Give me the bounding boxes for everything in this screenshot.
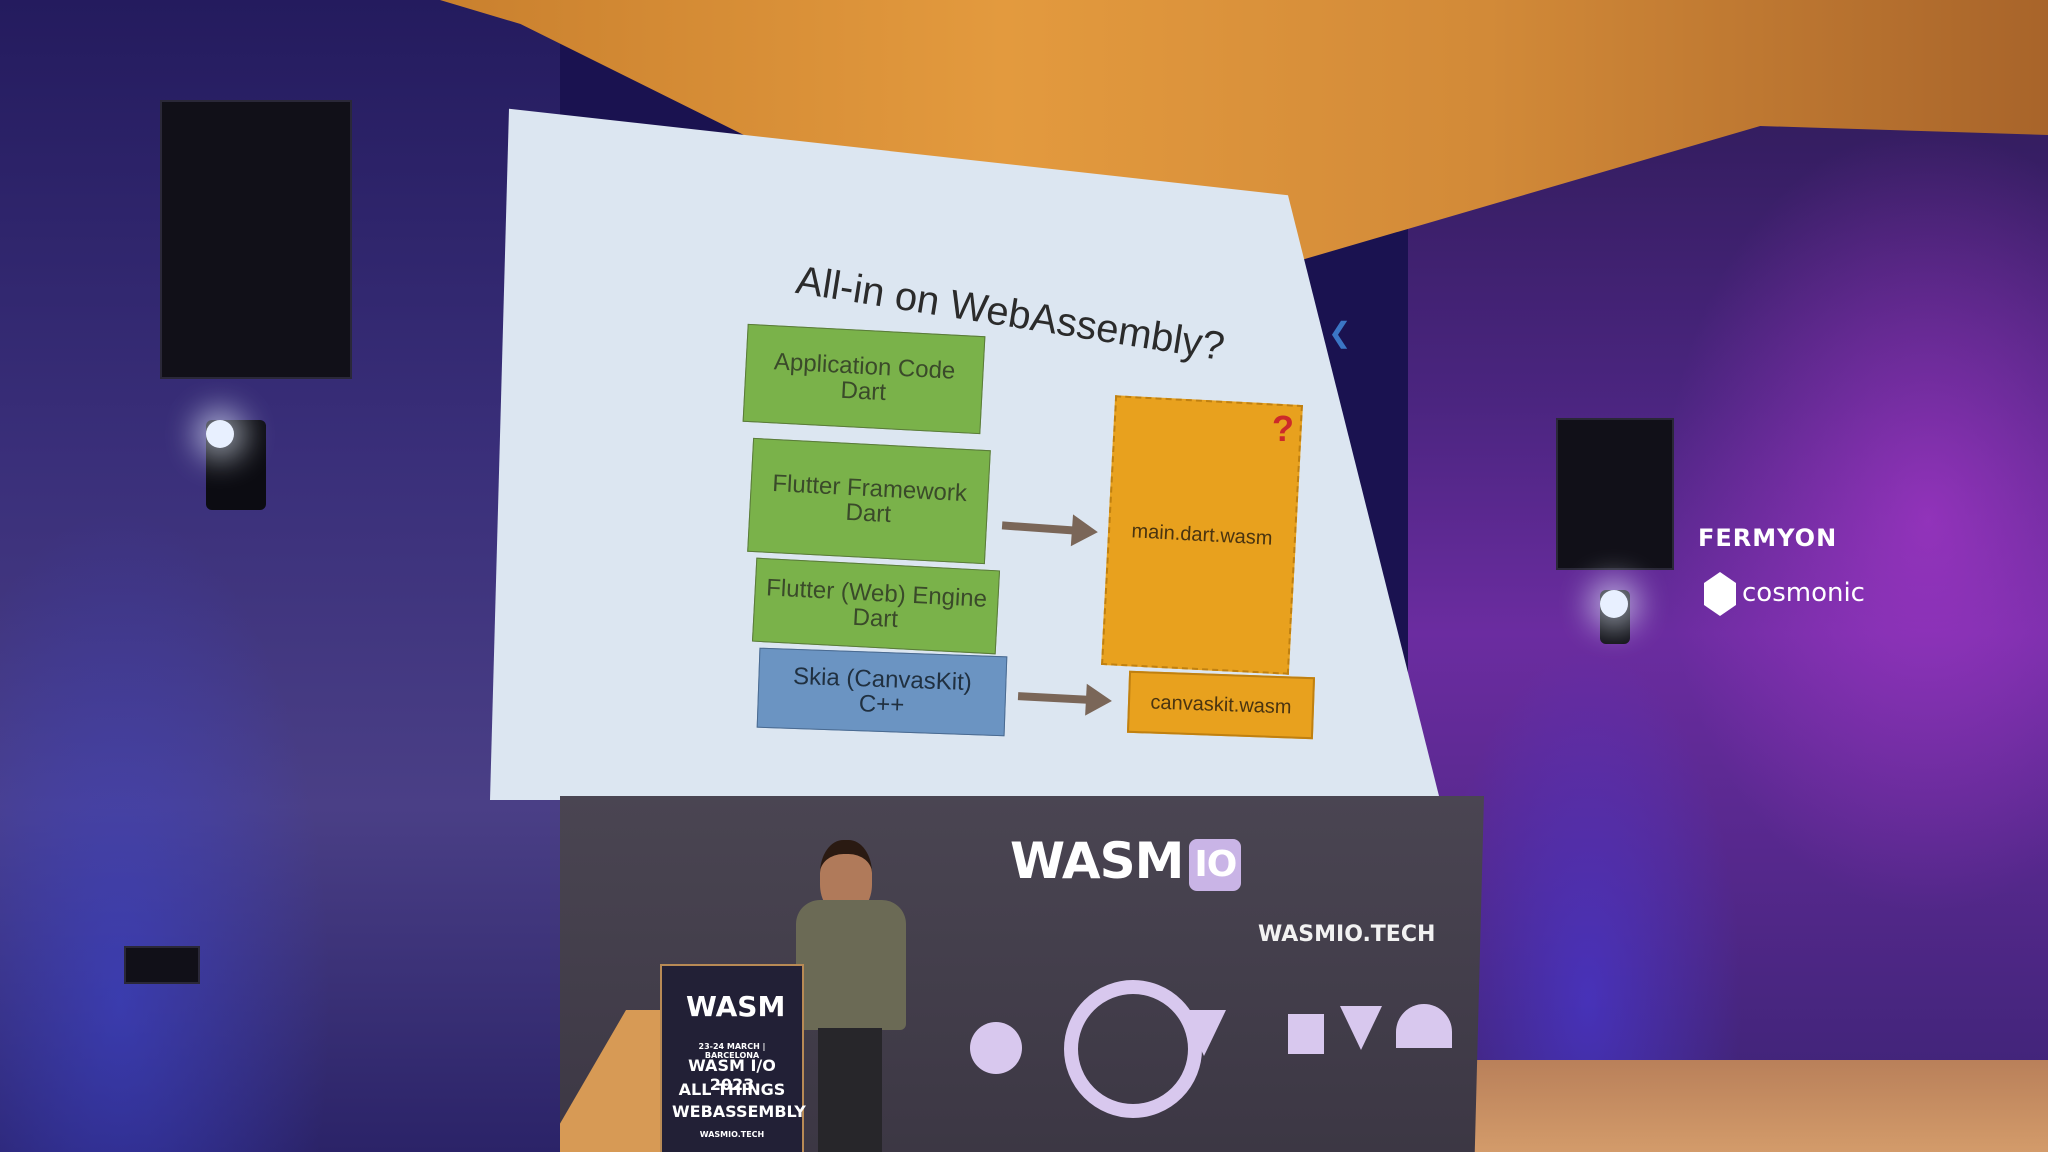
decor-circle-shape xyxy=(970,1022,1022,1074)
flutter-logo-icon: ❮ xyxy=(1328,317,1352,348)
decor-flower-shape xyxy=(1064,980,1202,1118)
left-spotlight xyxy=(206,420,266,510)
question-mark: ? xyxy=(1272,408,1294,449)
sponsor-fermyon: FERMYON xyxy=(1698,524,1838,552)
main-wasm-label: main.dart.wasm xyxy=(1130,519,1274,550)
floor-monitor-left xyxy=(124,946,200,984)
decor-halfcircle-shape xyxy=(1396,1004,1452,1048)
presenter-legs xyxy=(818,1028,882,1152)
lectern-tagline-1: ALL THINGS xyxy=(678,1080,786,1099)
canvaskit-wasm-box: canvaskit.wasm xyxy=(1126,670,1316,740)
presenter xyxy=(790,840,930,1152)
cosmonic-icon xyxy=(1704,572,1736,616)
lectern-dates: 23-24 MARCH | BARCELONA xyxy=(698,1042,766,1060)
canvaskit-wasm-label: canvaskit.wasm xyxy=(1150,691,1292,718)
sponsor-cosmonic: cosmonic xyxy=(1742,578,1865,608)
decor-square-shape xyxy=(1288,1014,1324,1054)
left-loudspeaker xyxy=(160,100,352,379)
lectern-logo: WASM xyxy=(686,990,786,1023)
lectern-event: WASM I/O 2023 xyxy=(688,1056,776,1094)
stack-box-skia: Skia (CanvasKit)C++ xyxy=(756,647,1008,737)
presenter-torso xyxy=(796,900,906,1030)
backdrop-url: WASMIO.TECH xyxy=(1258,922,1436,947)
right-loudspeaker xyxy=(1556,418,1674,570)
wasm-logo-text: WASM xyxy=(1010,832,1184,890)
io-badge-icon: IO xyxy=(1189,838,1242,891)
lectern xyxy=(660,964,804,1152)
right-spotlight xyxy=(1600,590,1630,644)
lectern-tagline-2: WEBASSEMBLY xyxy=(672,1102,806,1121)
lectern-url: WASMIO.TECH xyxy=(699,1130,765,1139)
